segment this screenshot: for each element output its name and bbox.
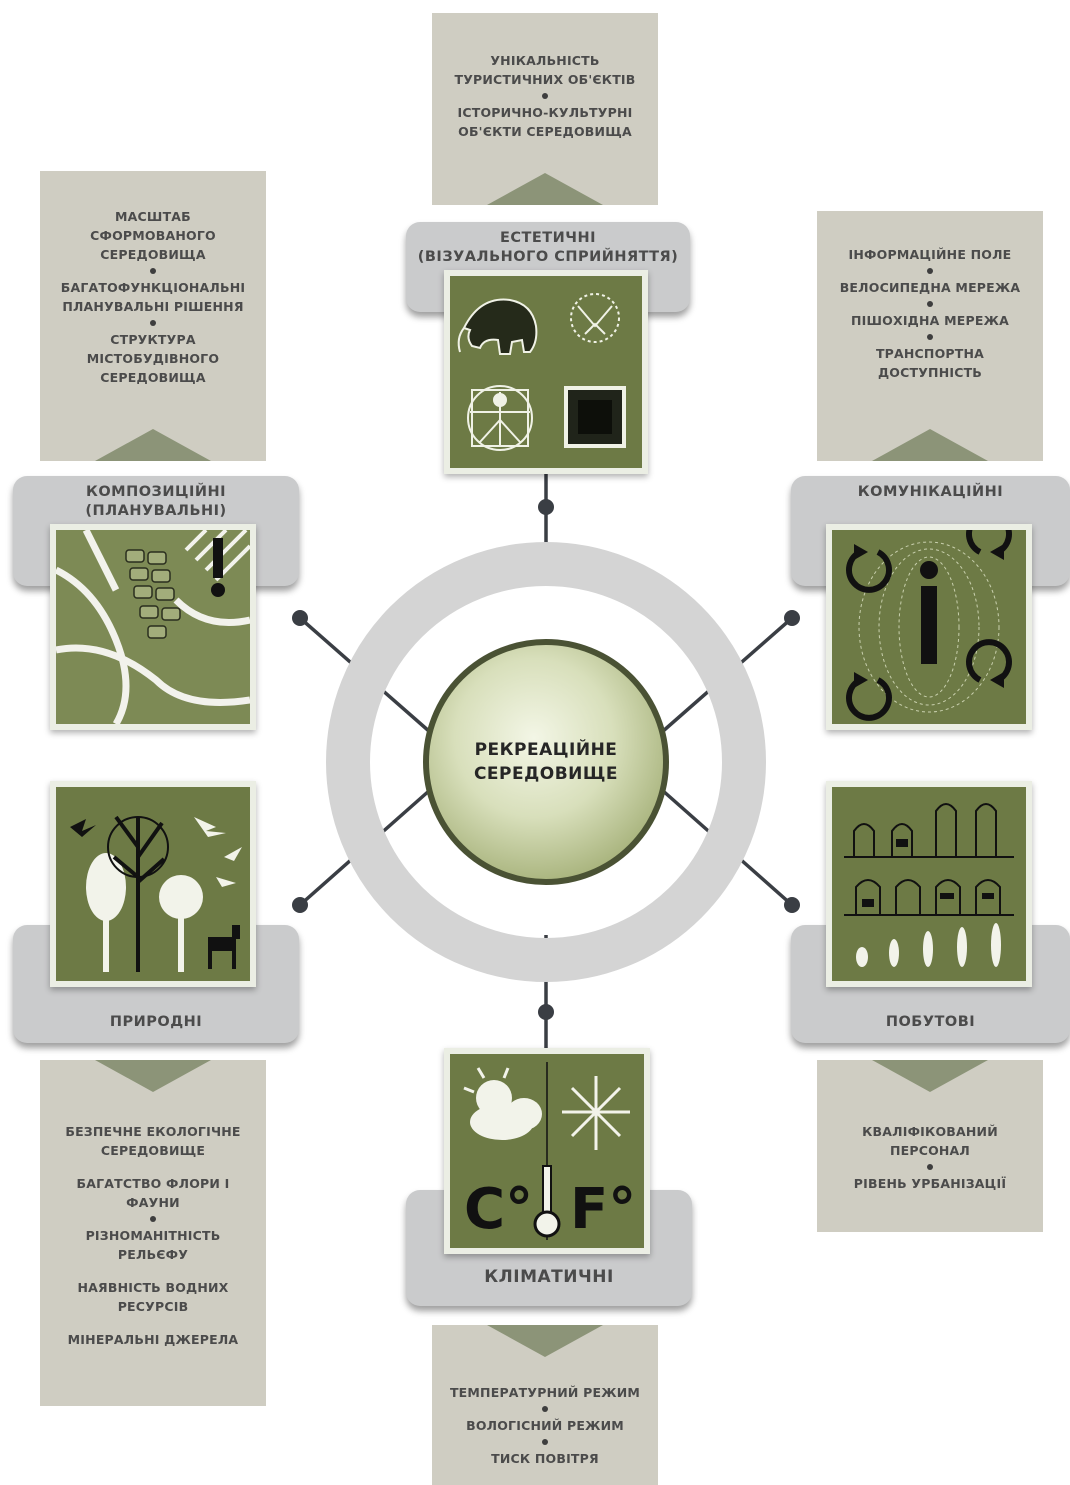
city-plan-icon [56,530,250,724]
natural-item: БАГАТСТВО ФЛОРИ І ФАУНИ [76,1176,230,1210]
communication-item: ПІШОХІДНА МЕРЕЖА [851,313,1009,328]
bullet [541,1439,548,1445]
natural-item: БЕЗПЕЧНЕ ЕКОЛОГІЧНЕ СЕРЕДОВИЩЕ [65,1124,241,1158]
info-circulation-icon [846,530,1012,721]
art-symbols-icon [457,293,626,451]
natural-item: МІНЕРАЛЬНІ ДЖЕРЕЛА [67,1332,239,1347]
natural-label: ПРИРОДНІ [109,1014,203,1030]
weather-thermometer-icon [463,1062,630,1240]
arrow-down-icon [95,1060,211,1092]
arrow-up-icon [872,429,988,461]
bullet [927,334,933,340]
aesthetic-image [444,270,648,474]
household-info-box: КВАЛІФІКОВАНИЙ ПЕРСОНАЛ РІВЕНЬ УРБАНІЗАЦ… [817,1060,1043,1232]
outer-ring [326,542,766,982]
bullet [926,1164,933,1170]
arrow-down-icon [872,1060,988,1092]
fahrenheit-unit: F° [570,1177,637,1242]
nature-trees-animals-icon [70,815,242,972]
arrow-up-icon [95,429,211,461]
household-item: КВАЛІФІКОВАНИЙ ПЕРСОНАЛ [862,1124,998,1158]
natural-item: РІЗНОМАНІТНІСТЬ РЕЛЬЄФУ [85,1228,221,1262]
arrow-up-icon [487,173,603,205]
compositional-item: БАГАТОФУНКЦІОНАЛЬНІ ПЛАНУВАЛЬНІ РІШЕННЯ [60,280,246,314]
compositional-label: КОМПОЗИЦІЙНІ (ПЛАНУВАЛЬНІ) [85,484,227,519]
compositional-image [50,524,256,730]
aesthetic-item: УНІКАЛЬНІСТЬ ТУРИСТИЧНИХ ОБ'ЄКТІВ [454,53,636,87]
aesthetic-item: ІСТОРИЧНО-КУЛЬТУРНІ ОБ'ЄКТИ СЕРЕДОВИЩА [457,105,633,139]
communication-label: КОМУНІКАЦІЙНІ [857,484,1004,500]
natural-info-box: БЕЗПЕЧНЕ ЕКОЛОГІЧНЕ СЕРЕДОВИЩЕ БАГАТСТВО… [40,1060,266,1406]
natural-image [50,781,256,987]
buildings-evolution-icon [844,803,1014,967]
compositional-info-box: МАСШТАБ СФОРМОВАНОГО СЕРЕДОВИЩА БАГАТОФУ… [40,171,266,461]
bullet [150,1216,156,1222]
climatic-item: ТИСК ПОВІТРЯ [491,1451,599,1466]
household-item: РІВЕНЬ УРБАНІЗАЦІЇ [853,1176,1007,1191]
climatic-label: КЛІМАТИЧНІ [484,1267,614,1287]
bullet [541,93,548,99]
bullet [927,301,933,307]
climatic-image: C° F° [444,1048,650,1254]
household-image [826,781,1032,987]
bullet [149,320,156,326]
aesthetic-label: ЕСТЕТИЧНІ (ВІЗУАЛЬНОГО СПРИЙНЯТТЯ) [417,230,679,265]
communication-item: ТРАНСПОРТНА ДОСТУПНІСТЬ [875,346,985,380]
center-title: РЕКРЕАЦІЙНЕ СЕРЕДОВИЩЕ [473,740,619,784]
communication-image [826,524,1032,730]
bullet [149,268,156,274]
compositional-item: МАСШТАБ СФОРМОВАНОГО СЕРЕДОВИЩА [90,209,216,262]
arrow-down-icon [487,1325,603,1357]
climatic-info-box: ТЕМПЕРАТУРНИЙ РЕЖИМ ВОЛОГІСНИЙ РЕЖИМ ТИС… [432,1325,658,1485]
celsius-unit: C° [464,1177,534,1242]
bullet [927,268,933,274]
bullet [541,1406,548,1412]
climatic-item: ТЕМПЕРАТУРНИЙ РЕЖИМ [449,1385,641,1400]
aesthetic-info-box: УНІКАЛЬНІСТЬ ТУРИСТИЧНИХ ОБ'ЄКТІВ ІСТОРИ… [432,13,658,205]
household-label: ПОБУТОВІ [885,1014,976,1030]
compositional-item: СТРУКТУРА МІСТОБУДІВНОГО СЕРЕДОВИЩА [86,332,220,385]
climatic-item: ВОЛОГІСНИЙ РЕЖИМ [466,1418,624,1433]
communication-item: ІНФОРМАЦІЙНЕ ПОЛЕ [848,247,1012,262]
center-circle [423,639,669,885]
communication-item: ВЕЛОСИПЕДНА МЕРЕЖА [839,280,1021,295]
natural-item: НАЯВНІСТЬ ВОДНИХ РЕСУРСІВ [77,1280,229,1314]
communication-info-box: ІНФОРМАЦІЙНЕ ПОЛЕ ВЕЛОСИПЕДНА МЕРЕЖА ПІШ… [817,211,1043,461]
